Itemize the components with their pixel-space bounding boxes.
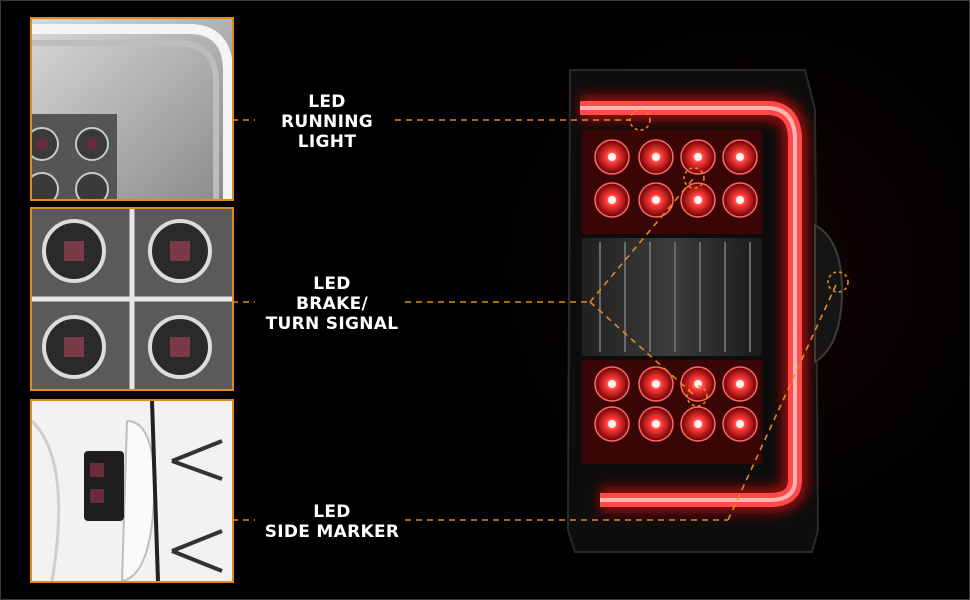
led-bulb-core <box>652 420 660 428</box>
led-bulb-core <box>608 380 616 388</box>
led-bulb-core <box>736 420 744 428</box>
callout-line: BRAKE/ <box>296 294 368 314</box>
callout-line: LED <box>313 502 351 522</box>
callout-label-brake-turn: LED BRAKE/ TURN SIGNAL <box>262 274 402 334</box>
thumbnail-running-light <box>30 17 234 201</box>
led-bulb-core <box>736 153 744 161</box>
thumbnail-side-marker <box>30 399 234 583</box>
led-bulb-core <box>694 196 702 204</box>
led-bulb-core <box>608 153 616 161</box>
led-bulb-core <box>652 153 660 161</box>
led-bulb-core <box>736 380 744 388</box>
callout-line: SIDE MARKER <box>264 522 400 542</box>
led-cluster <box>594 139 758 442</box>
callout-label-running-light: LED RUNNING LIGHT <box>262 92 392 152</box>
led-bulb-core <box>694 420 702 428</box>
callout-line: TURN SIGNAL <box>265 314 399 334</box>
callout-line: RUNNING <box>281 112 373 132</box>
led-bulb-core <box>652 196 660 204</box>
callout-label-side-marker: LED SIDE MARKER <box>262 502 402 542</box>
callout-line: LIGHT <box>297 132 357 152</box>
led-bulb-core <box>608 196 616 204</box>
led-bulb-core <box>652 380 660 388</box>
thumbnail-brake-turn <box>30 207 234 391</box>
callout-line: LED <box>313 274 351 294</box>
callout-line: LED <box>308 92 346 112</box>
led-bulb-core <box>608 420 616 428</box>
led-bulb-core <box>694 153 702 161</box>
led-bulb-core <box>736 196 744 204</box>
